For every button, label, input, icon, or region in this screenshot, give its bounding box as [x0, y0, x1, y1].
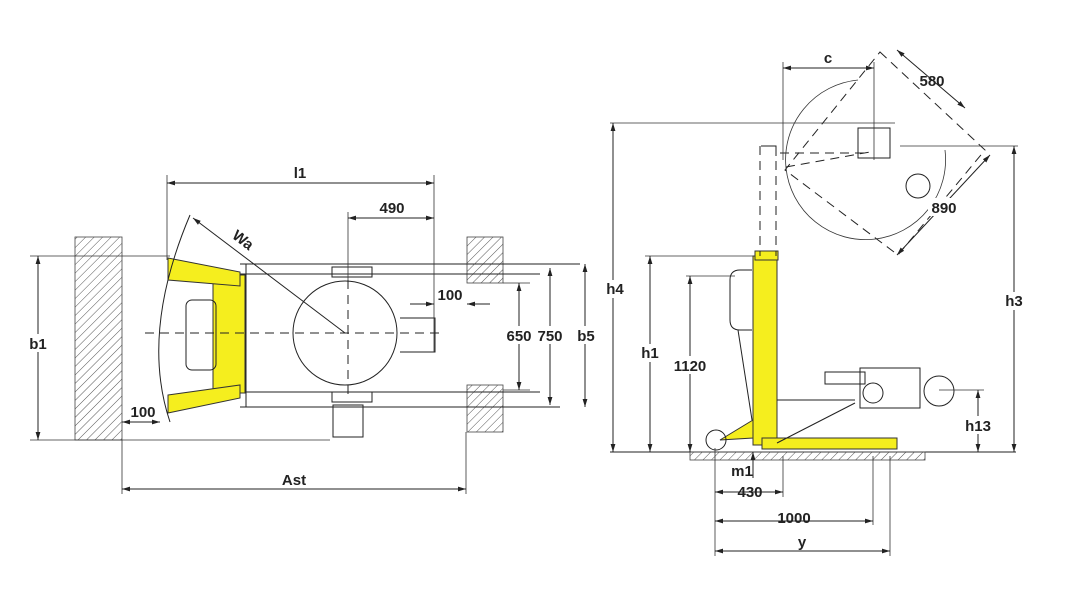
handwheel	[923, 375, 955, 407]
top-view: l1 490 Wa 100 650 750 b5 b1 100 Ast	[26, 165, 598, 494]
right-wall-top	[466, 236, 504, 284]
drum-circle	[292, 280, 398, 386]
d490-label: 490	[379, 200, 404, 217]
l1-label: l1	[294, 165, 307, 182]
b1-label: b1	[29, 336, 47, 353]
d580-label: 580	[919, 73, 944, 90]
yellow-frame	[167, 257, 246, 414]
ground-hatch	[689, 451, 926, 461]
d430-label: 430	[737, 484, 762, 501]
d100-left-label: 100	[130, 404, 155, 421]
y-label: y	[798, 534, 807, 551]
rear-wheel	[705, 429, 727, 451]
h4-label: h4	[606, 281, 624, 298]
right-wall-bottom	[466, 384, 504, 433]
d890-label: 890	[931, 200, 956, 217]
d580-dimension	[896, 49, 966, 109]
d650-label: 650	[506, 328, 531, 345]
c-label: c	[824, 50, 832, 67]
d750-label: 750	[537, 328, 562, 345]
wa-dimension	[192, 217, 346, 334]
turning-arc	[158, 214, 191, 423]
b5-label: b5	[577, 328, 595, 345]
mast	[752, 255, 778, 446]
h1-label: h1	[641, 345, 659, 362]
ast-label: Ast	[282, 472, 306, 489]
m1-label: m1	[731, 463, 753, 480]
tilted-drum	[759, 51, 986, 256]
left-wall	[74, 236, 123, 441]
h13-label: h13	[965, 418, 991, 435]
d1000-label: 1000	[777, 510, 810, 527]
chassis	[240, 263, 580, 438]
wa-label: Wa	[229, 227, 257, 254]
fork	[761, 437, 898, 450]
d1120-label: 1120	[674, 358, 707, 375]
side-view: c 580 890 h4 h1 1120 h3 h13 m1 430	[603, 49, 1028, 556]
d100-right-label: 100	[437, 287, 462, 304]
h3-label: h3	[1005, 293, 1023, 310]
